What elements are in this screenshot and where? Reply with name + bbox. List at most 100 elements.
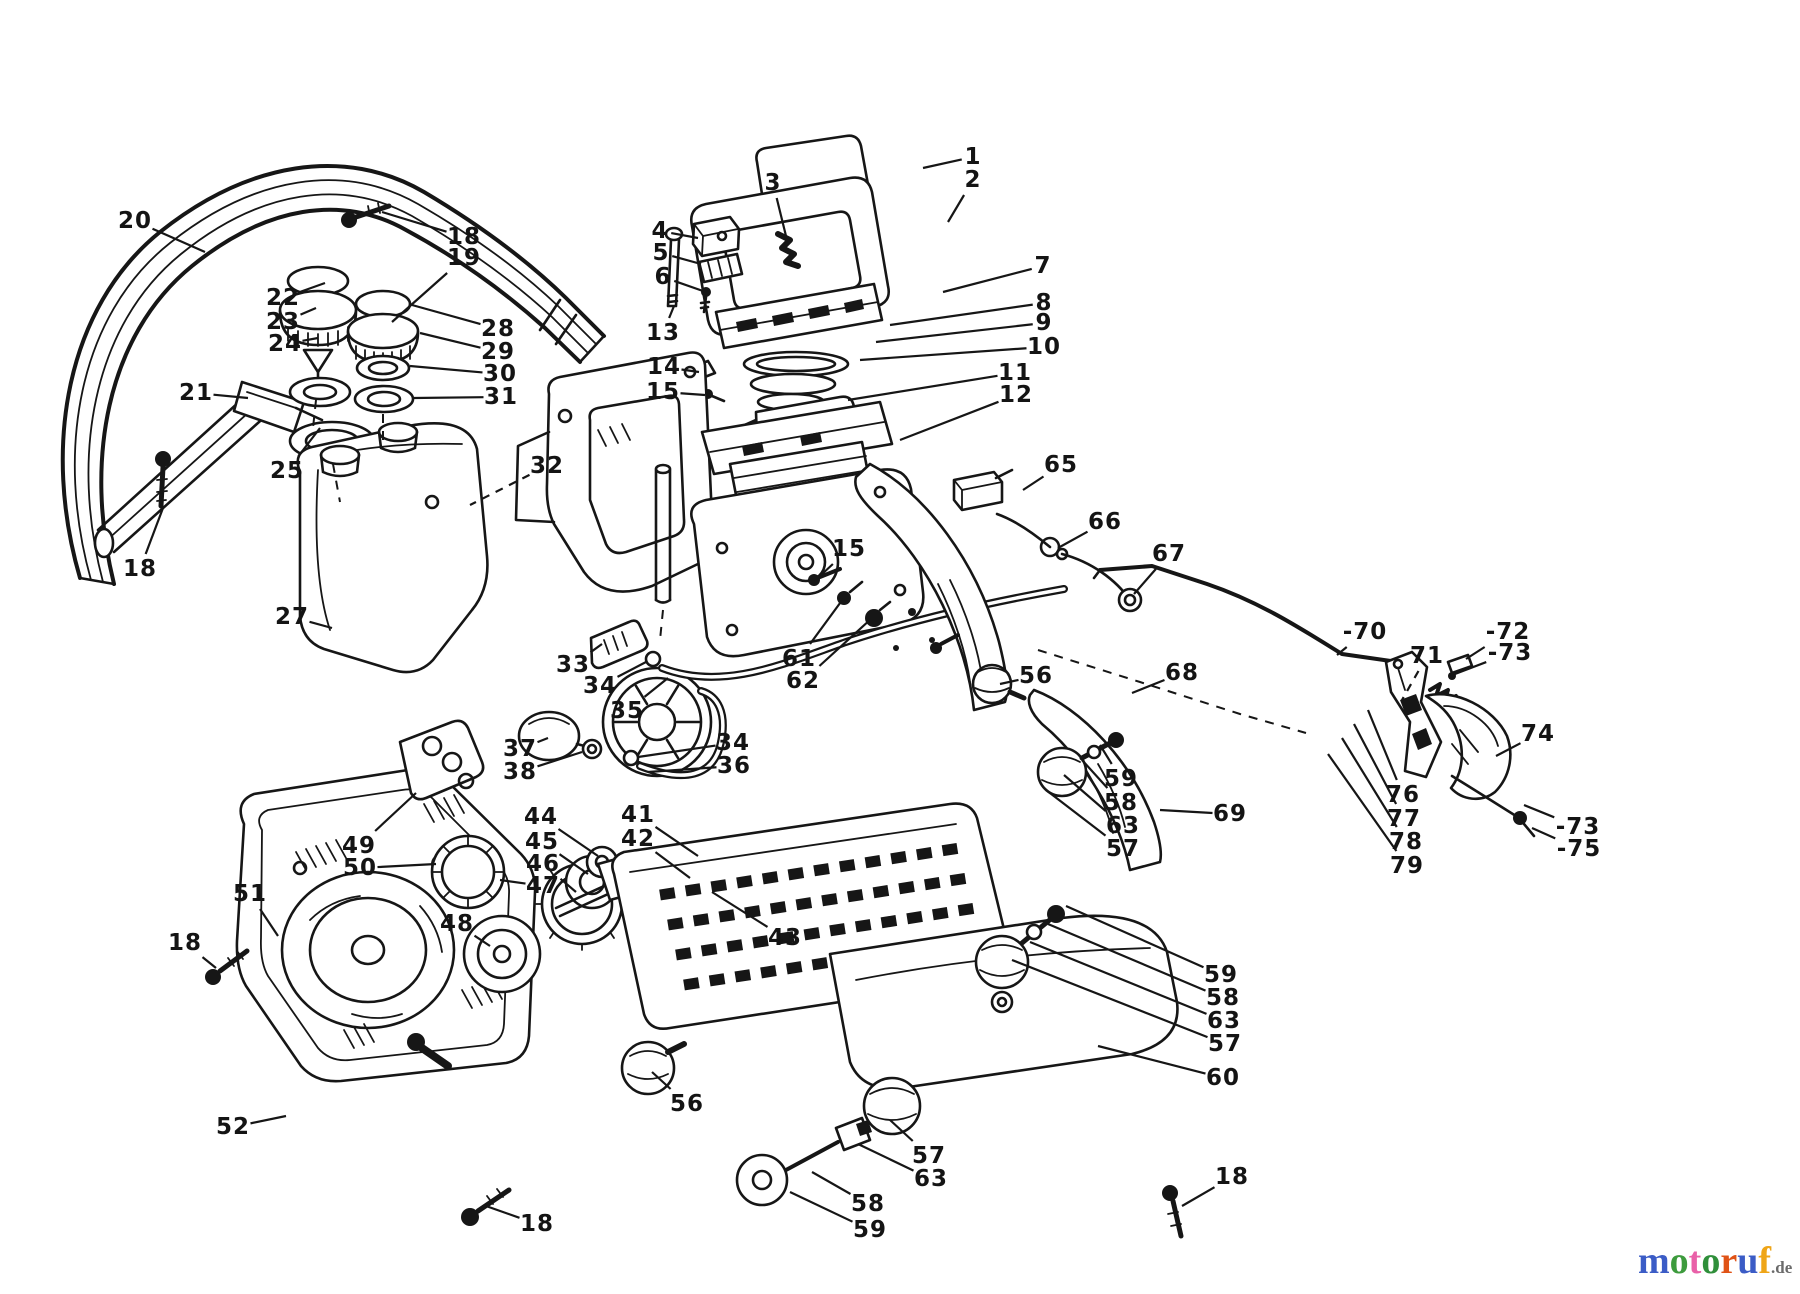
leader-line-15 — [680, 392, 706, 397]
leader-line-46 — [559, 878, 577, 893]
leader-line-63 — [857, 1143, 914, 1172]
part-callout-18: 18 — [167, 930, 203, 956]
fan-housing — [514, 351, 715, 593]
part-callout-18: 18 — [519, 1211, 555, 1237]
part-callout-22: 22 — [265, 285, 301, 311]
leader-line-25 — [297, 427, 321, 457]
leader-line-33 — [589, 643, 603, 654]
part-callout-12: 12 — [998, 382, 1034, 408]
part-callout-76: 76 — [1385, 782, 1421, 808]
motoruf-logo-letters: motoruf — [1638, 1240, 1771, 1282]
part-callout-30: 30 — [482, 361, 518, 387]
part-callout-8: 8 — [1035, 290, 1053, 316]
leader-line-42 — [654, 851, 691, 879]
leader-line-18 — [1181, 1186, 1216, 1207]
part-callout-58: 58 — [1103, 790, 1139, 816]
part-callout-11: 11 — [997, 360, 1033, 386]
leader-line-7 — [942, 267, 1033, 294]
part-callout-9: 9 — [1035, 310, 1053, 336]
fuel-tank — [296, 421, 489, 674]
part-callout-57: 57 — [911, 1143, 947, 1169]
leader-line-18 — [201, 956, 217, 969]
part-callout-45: 45 — [524, 829, 560, 855]
leader-line-18 — [144, 507, 165, 555]
leader-line-67 — [1133, 568, 1157, 595]
leader-line-78 — [1341, 737, 1398, 828]
part-callout-33: 33 — [555, 652, 591, 678]
motoruf-logo[interactable]: motoruf.de — [1638, 1242, 1792, 1280]
part-callout-73: -73 — [1487, 640, 1533, 666]
leader-line-59 — [789, 1191, 853, 1223]
leader-line-56 — [999, 678, 1019, 686]
part-callout-18: 18 — [122, 556, 158, 582]
part-callout-28: 28 — [480, 316, 516, 342]
part-callout-3: 3 — [764, 170, 782, 196]
part-callout-67: 67 — [1151, 541, 1187, 567]
part-callout-52: 52 — [215, 1114, 251, 1140]
engine-block — [601, 400, 935, 778]
leader-line-48 — [473, 934, 491, 947]
part-callout-56: 56 — [1018, 663, 1054, 689]
bracket-and-small-hardware — [664, 215, 801, 403]
part-callout-42: 42 — [620, 826, 656, 852]
leader-line-20 — [152, 227, 206, 254]
part-callout-18: 18 — [446, 224, 482, 250]
leader-line-44 — [557, 828, 599, 857]
part-callout-34: 34 — [715, 730, 751, 756]
part-callout-29: 29 — [480, 339, 516, 365]
leader-line-29 — [419, 331, 481, 349]
part-callout-68: 68 — [1164, 660, 1200, 686]
leader-line-73 — [1523, 803, 1555, 819]
leader-line-38 — [537, 750, 583, 768]
part-callout-60: 60 — [1205, 1065, 1241, 1091]
part-callout-63: 63 — [1105, 813, 1141, 839]
leader-line-70 — [1336, 646, 1348, 656]
leader-line-66 — [1057, 530, 1089, 549]
leader-line-37 — [537, 736, 549, 744]
part-callout-58: 58 — [850, 1191, 886, 1217]
part-callout-46: 46 — [525, 851, 561, 877]
leader-line-77 — [1353, 723, 1398, 805]
leader-line-75 — [1531, 826, 1556, 840]
leader-line-56 — [651, 1071, 672, 1090]
leader-line-4 — [671, 231, 699, 240]
leader-line-36 — [647, 766, 717, 774]
leader-line-3 — [775, 197, 788, 237]
construction-lines — [312, 399, 1307, 734]
part-callout-66: 66 — [1087, 509, 1123, 535]
part-callout-51: 51 — [232, 881, 268, 907]
leader-line-62 — [818, 617, 873, 667]
part-callout-6: 6 — [654, 264, 672, 290]
part-callout-4: 4 — [651, 218, 669, 244]
leader-line-15 — [819, 563, 834, 577]
leader-line-18 — [485, 1204, 520, 1219]
part-callout-2: 2 — [964, 167, 982, 193]
part-callout-24: 24 — [267, 331, 303, 357]
hand-guard — [1424, 692, 1536, 838]
part-callout-57: 57 — [1105, 836, 1141, 862]
part-callout-78: 78 — [1388, 829, 1424, 855]
leader-line-68 — [1131, 678, 1165, 695]
part-callout-69: 69 — [1212, 801, 1248, 827]
leader-line-6 — [673, 279, 704, 293]
part-callout-48: 48 — [439, 911, 475, 937]
leader-line-11 — [847, 374, 998, 402]
part-callout-31: 31 — [483, 384, 519, 410]
leader-line-79 — [1327, 753, 1398, 852]
leader-line-27 — [309, 620, 333, 630]
starter-assembly — [235, 719, 542, 1083]
part-callout-77: 77 — [1386, 806, 1422, 832]
part-callout-49: 49 — [341, 833, 377, 859]
part-callout-59: 59 — [1103, 766, 1139, 792]
part-callout-59: 59 — [1203, 962, 1239, 988]
leader-line-57 — [1011, 958, 1208, 1039]
throttle-trigger-parts — [1384, 650, 1488, 779]
ignition-parts — [837, 580, 892, 627]
front-handle-tube — [93, 380, 324, 559]
leader-line-5 — [671, 255, 702, 266]
part-callout-62: 62 — [785, 668, 821, 694]
part-callout-74: 74 — [1520, 721, 1556, 747]
